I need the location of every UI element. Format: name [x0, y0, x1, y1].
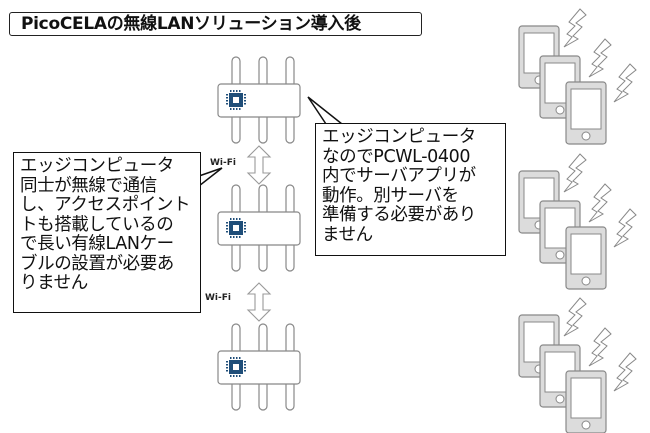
edge-computer-3 [218, 324, 300, 410]
client-group-2 [519, 154, 636, 289]
right-callout-line: 動作。別サーバを [322, 185, 459, 206]
left-callout-line: で長い有線LANケー [20, 234, 174, 254]
right-callout-line: なのでPCWL-0400 [322, 146, 471, 167]
left-callout-line: 同士が無線で通信 [20, 175, 157, 196]
client-group-3 [519, 298, 636, 433]
wifi-link-arrow-1 [247, 145, 271, 185]
left-callout-line: エッジコンピュータ [20, 156, 174, 176]
wifi-link-arrow-2 [247, 282, 271, 322]
left-callout-line: トも搭載しているの [20, 214, 174, 235]
right-callout-line: ません [322, 224, 373, 245]
left-callout-line: りません [20, 273, 88, 293]
left-callout-line: し、アクセスポイント [20, 195, 191, 215]
left-callout-line: ブルの設置が必要あ [20, 253, 174, 274]
client-group-1 [519, 9, 636, 144]
edge-computer-2 [218, 185, 300, 271]
left-callout-tail [198, 167, 223, 188]
wifi-label-1: Wi-Fi [210, 158, 236, 168]
right-callout-line: 準備する必要があり [322, 205, 476, 225]
diagram-title: PicoCELAの無線LANソリューション導入後 [9, 12, 422, 36]
right-callout: エッジコンピュータ なのでPCWL-0400 内でサーバアプリが 動作。別サーバ… [315, 123, 506, 256]
wifi-label-2: Wi-Fi [205, 293, 231, 303]
right-callout-line: エッジコンピュータ [322, 127, 476, 147]
right-callout-tail [307, 96, 345, 125]
edge-computer-1 [218, 57, 300, 143]
right-callout-line: 内でサーバアプリが [322, 166, 476, 186]
left-callout: エッジコンピュータ 同士が無線で通信 し、アクセスポイント トも搭載しているの … [13, 152, 201, 313]
